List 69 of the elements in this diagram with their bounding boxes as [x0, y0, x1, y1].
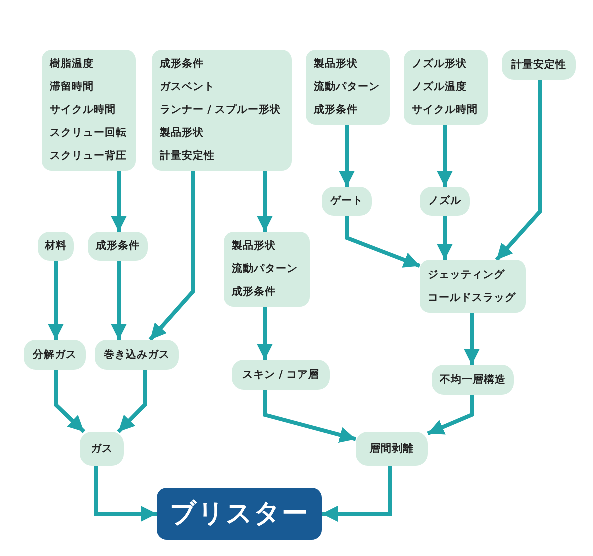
factor-label: 成形条件 [232, 285, 277, 300]
factor-box [24, 340, 86, 370]
result-label: ブリスター [170, 499, 309, 529]
arrow [427, 395, 474, 436]
factor-box [432, 365, 514, 395]
factor-label: 巻き込みガス [104, 348, 170, 362]
factor-label: ガスベント [160, 80, 216, 95]
factor-label: 計量安定性 [160, 148, 216, 164]
arrow [495, 80, 542, 262]
factor-label: 成形条件 [160, 57, 205, 72]
factor-label: 成形条件 [96, 239, 140, 254]
factor-box [420, 187, 470, 216]
factor-label: ノズル [428, 194, 462, 209]
factor-label: 不均一層構造 [440, 372, 506, 388]
factor-label: 滞留時間 [50, 80, 95, 95]
factor-label: 分解ガス [33, 348, 77, 362]
factor-label: ガス [91, 442, 113, 456]
factor-label: 計量安定性 [512, 58, 566, 72]
factor-label: ノズル形状 [412, 57, 468, 72]
factor-label: ジェッティング [428, 268, 506, 282]
factor-label: スクリュー回転 [50, 126, 128, 141]
factor-box [404, 50, 488, 125]
factor-label: 層間剥離 [370, 442, 414, 456]
factor-label: 成形条件 [314, 103, 359, 118]
factor-label: ランナー / スプルー形状 [160, 103, 282, 118]
arrow [257, 171, 273, 232]
arrow [339, 125, 355, 187]
arrow [322, 466, 392, 522]
factor-box [306, 50, 390, 125]
factor-box [322, 187, 372, 216]
arrow [437, 216, 453, 260]
factor-label: コールドスラッグ [428, 290, 517, 306]
factor-box [42, 50, 136, 171]
arrow [54, 370, 86, 434]
factor-label: スクリュー背圧 [50, 149, 128, 164]
factor-label: スキン / コア層 [242, 368, 320, 382]
factor-box [152, 50, 292, 171]
factor-label: 製品形状 [232, 239, 277, 254]
arrow [437, 125, 453, 187]
factor-box [80, 432, 124, 466]
factor-box [502, 50, 576, 80]
arrow [117, 370, 147, 434]
factor-box [420, 260, 526, 313]
arrow [464, 313, 480, 365]
arrow [94, 466, 157, 522]
factor-label: 製品形状 [314, 57, 359, 72]
factor-label: ゲート [330, 194, 364, 209]
factor-label: 樹脂温度 [50, 56, 95, 72]
factor-label: サイクル時間 [50, 103, 117, 118]
arrow [345, 216, 421, 268]
result-box [157, 488, 322, 540]
factor-box [356, 432, 428, 466]
factor-label: 流動パターン [314, 80, 381, 95]
factor-box [232, 360, 330, 390]
arrow [263, 390, 357, 443]
factor-label: サイクル時間 [412, 103, 479, 118]
factor-box [95, 340, 179, 370]
factor-box [88, 232, 148, 261]
arrow [111, 261, 127, 340]
factor-label: ノズル温度 [412, 80, 468, 95]
arrow [257, 307, 273, 360]
factor-label: 材料 [45, 239, 67, 254]
factor-label: 製品形状 [160, 126, 205, 141]
factor-box [38, 232, 74, 261]
factor-box [224, 232, 310, 307]
arrow [148, 171, 195, 342]
arrow [48, 261, 64, 340]
arrow [111, 171, 127, 232]
factor-label: 流動パターン [232, 262, 299, 277]
